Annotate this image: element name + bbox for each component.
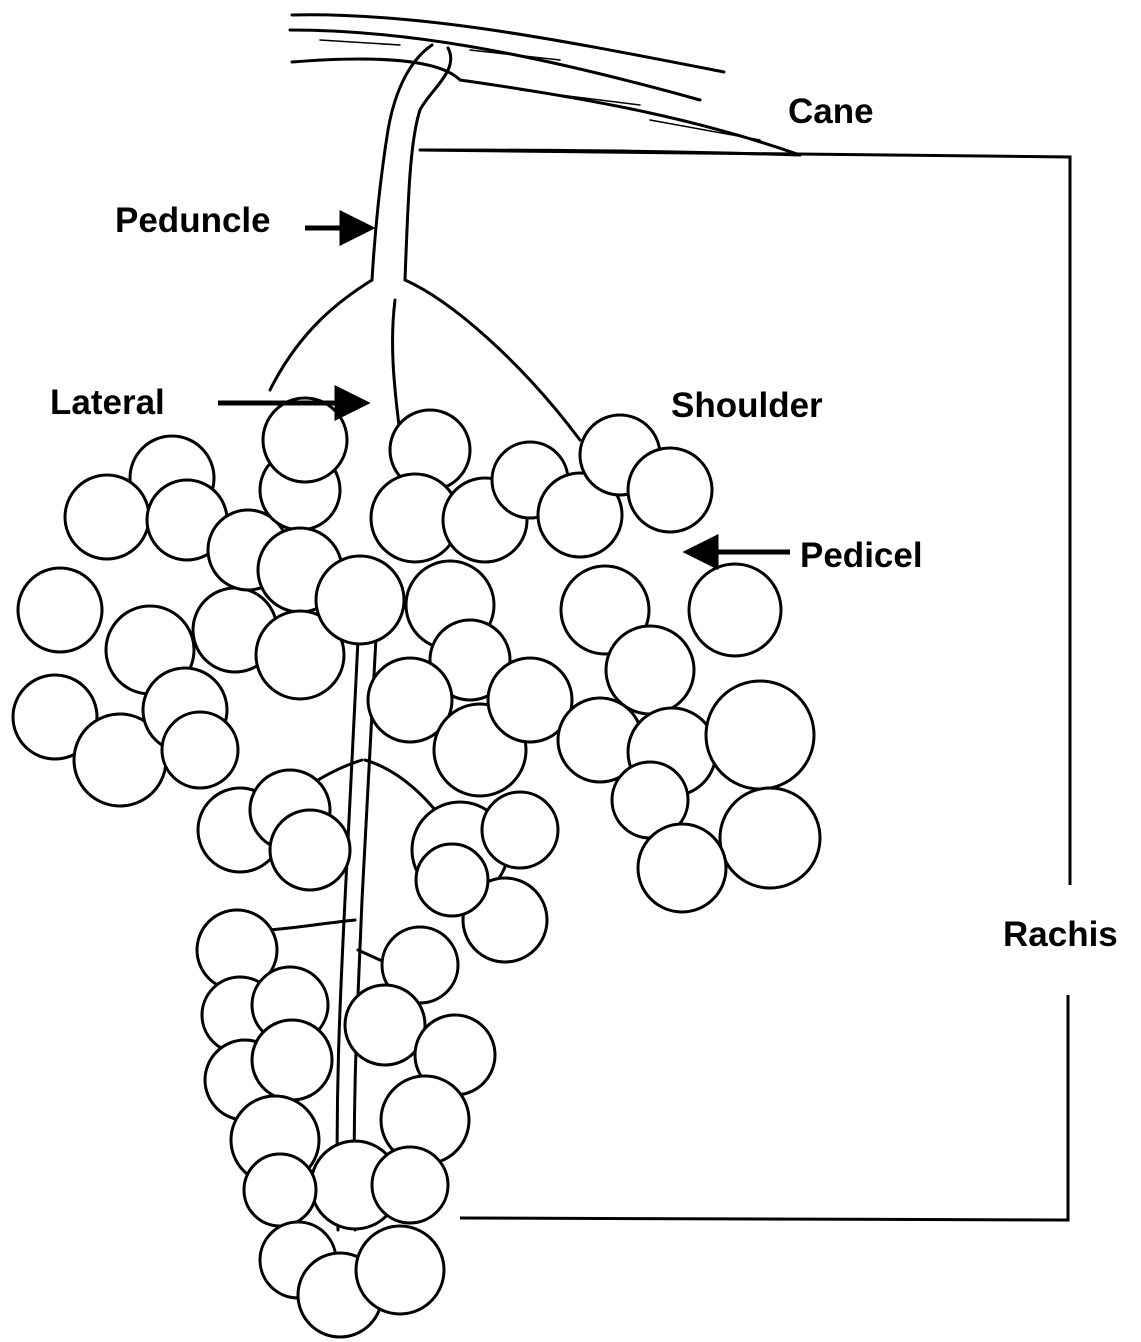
pedicel-arrow [688,538,790,566]
peduncle-arrow [305,214,370,242]
peduncle-label: Peduncle [115,203,271,238]
pedicel-label: Pedicel [800,538,923,573]
lateral-label: Lateral [50,385,165,420]
rachis-label: Rachis [1003,917,1118,952]
grape-berries [13,398,820,1337]
shoulder-label: Shoulder [671,388,823,423]
cane-branch [290,15,800,155]
cane-label: Cane [788,94,874,129]
